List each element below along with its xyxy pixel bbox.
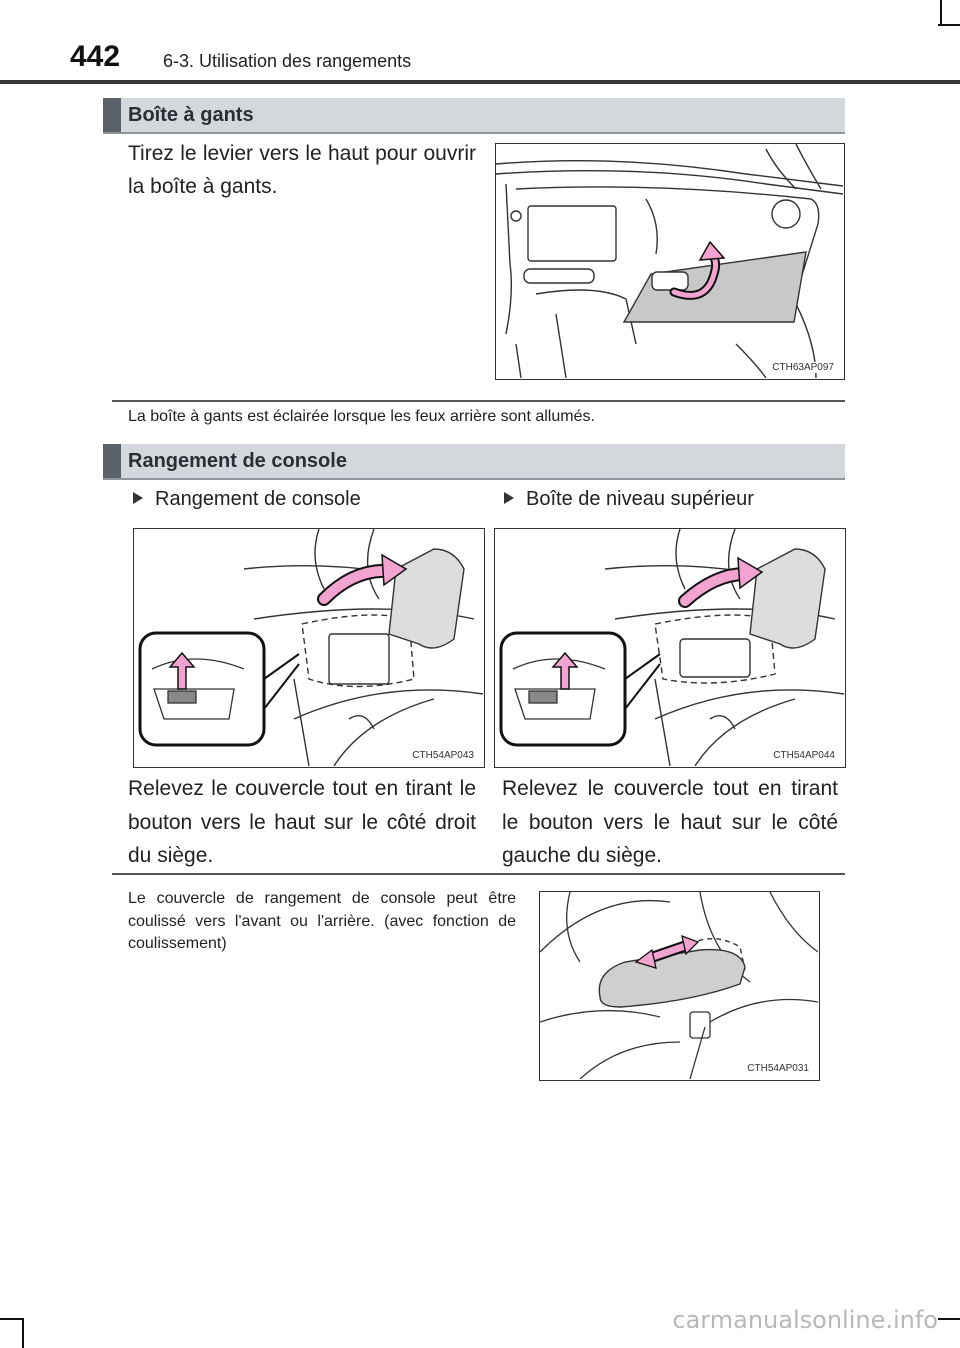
figure-code: CTH54AP043 [410, 750, 476, 761]
pull-up-arrow [551, 651, 579, 690]
glove-box-instruction: Tirez le levier vers le haut pour ouvrir… [128, 142, 476, 198]
sliding-note: Le couvercle de rangement de console peu… [128, 890, 516, 953]
console-box-illustration [138, 529, 483, 766]
triangle-bullet-icon [504, 492, 514, 504]
sliding-lid-illustration [540, 892, 818, 1079]
section-title: Rangement de console [128, 450, 347, 472]
console-box-instruction: Relevez le couvercle tout en tirant le b… [128, 777, 476, 868]
crop-mark [0, 1318, 24, 1320]
bullet-label: Boîte de niveau supérieur [526, 488, 754, 510]
section-header-console: Rangement de console [103, 444, 845, 480]
crop-mark [938, 24, 960, 26]
dashed-outline [689, 938, 746, 971]
bullet-console-box: Rangement de console [133, 488, 361, 511]
sliding-lid-figure: CTH54AP031 [539, 891, 820, 1081]
chapter-title: 6-3. Utilisation des rangements [163, 51, 412, 71]
section-title: Boîte à gants [128, 104, 254, 126]
console-box-figure: CTH54AP043 [133, 528, 485, 768]
header-rule [0, 80, 960, 84]
glove-box-figure: CTH63AP097 [495, 143, 845, 380]
dashed-outline [301, 614, 415, 688]
upper-box-figure: CTH54AP044 [494, 528, 846, 768]
figure-code: CTH54AP044 [771, 750, 837, 761]
section-marker [103, 444, 121, 478]
pull-up-arrow [168, 651, 196, 690]
upper-box-illustration [499, 529, 844, 766]
slide-arrow [646, 942, 689, 962]
bullet-label: Rangement de console [155, 488, 361, 510]
figure-code: CTH63AP097 [770, 362, 836, 373]
dashed-outline [654, 614, 776, 684]
open-arrow [319, 565, 394, 604]
bullet-upper-box: Boîte de niveau supérieur [504, 488, 754, 511]
triangle-bullet-icon [133, 492, 143, 504]
crop-mark [22, 1320, 24, 1348]
glove-box-lid-highlight [622, 251, 807, 323]
section-divider [112, 873, 845, 875]
glove-box-note: La boîte à gants est éclairée lorsque le… [128, 408, 595, 425]
crop-mark [938, 1318, 960, 1320]
section-header-glove-box: Boîte à gants [103, 98, 845, 134]
upper-box-instruction: Relevez le couvercle tout en tirant le b… [502, 777, 838, 868]
section-divider [112, 400, 845, 402]
watermark: carmanualsonline.info [672, 1306, 938, 1334]
console-lid [388, 548, 465, 649]
crop-mark [940, 0, 942, 24]
glove-box-lever [651, 271, 689, 291]
figure-code: CTH54AP031 [745, 1063, 811, 1074]
glove-box-illustration [496, 144, 843, 378]
page-number: 442 [70, 40, 121, 73]
section-marker [103, 98, 121, 132]
sliding-lid [598, 948, 746, 1008]
upper-box-lid [749, 548, 826, 649]
